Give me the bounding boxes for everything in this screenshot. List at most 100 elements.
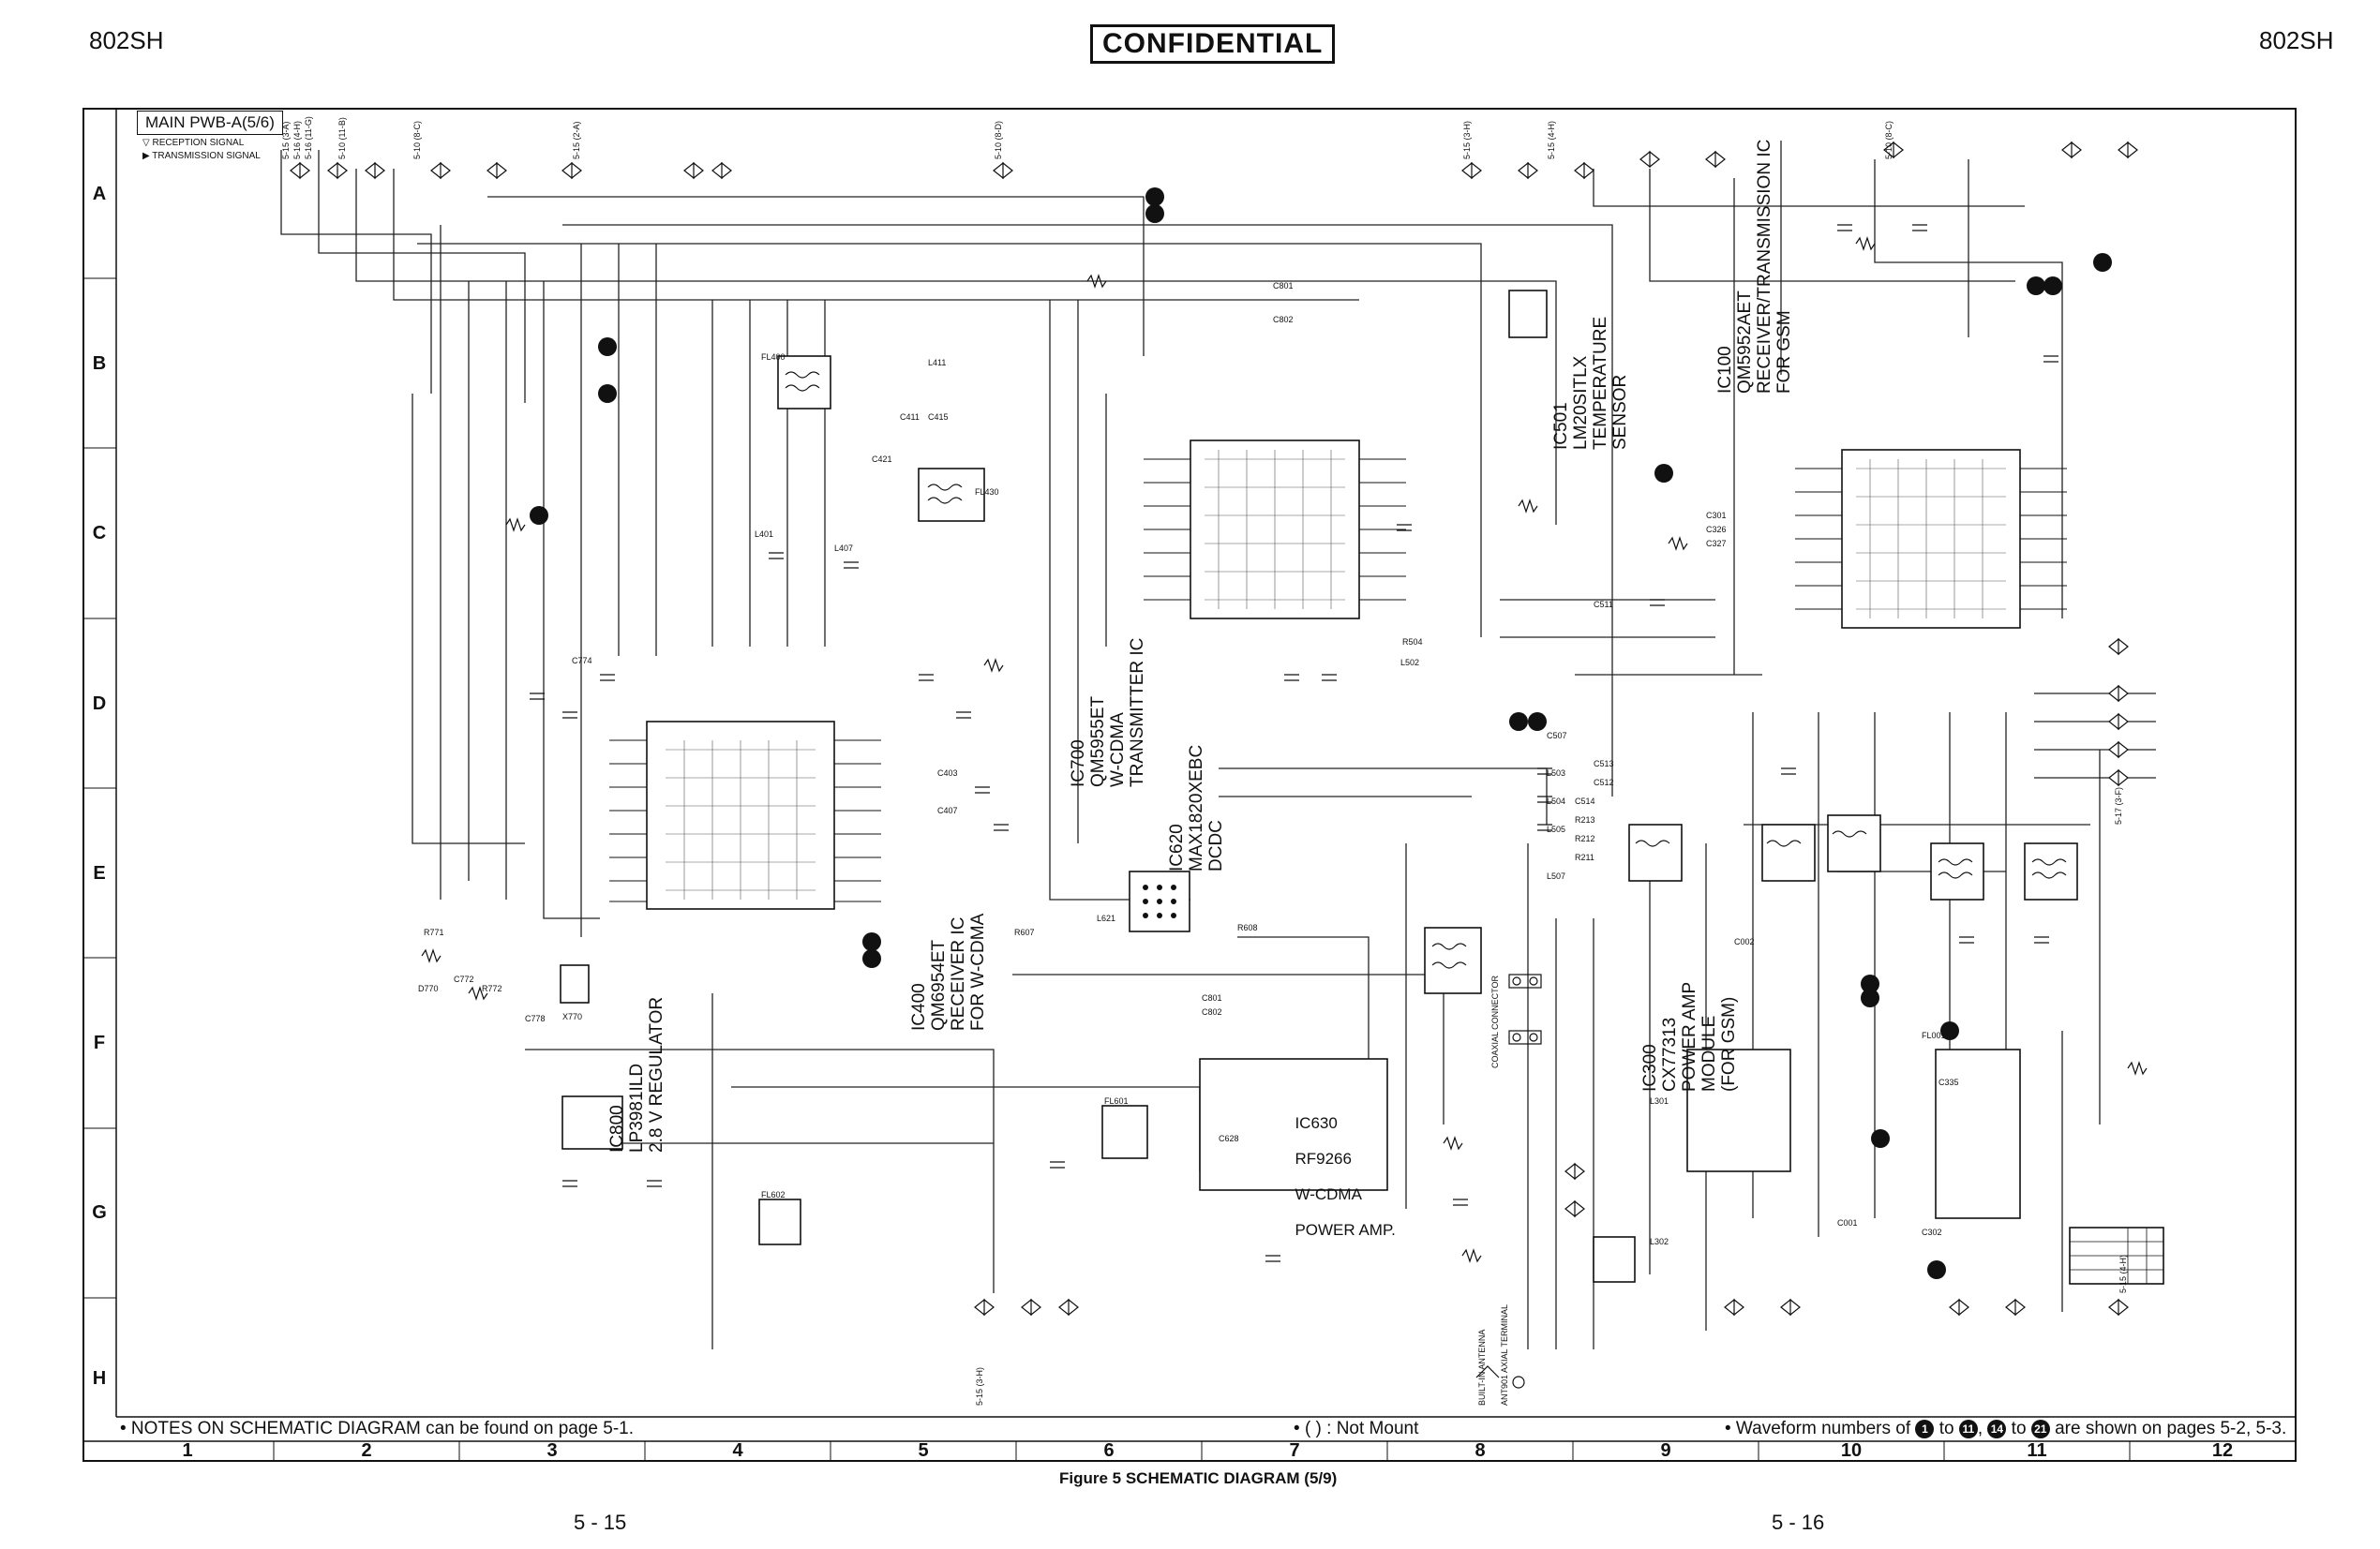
ic400-l4: FOR W-CDMA — [968, 913, 988, 1031]
ic700-label: IC700 QM5955ET W-CDMA TRANSMITTER IC — [1069, 638, 1147, 787]
crossref-label: 5-15 (3-H) — [1462, 120, 1472, 159]
ic620-l3: DCDC — [1206, 820, 1226, 871]
ic620-l2: MAX1820XEBC — [1187, 744, 1206, 871]
ic501-label: IC501 LM20SITLX TEMPERATURE SENSOR — [1551, 317, 1630, 450]
not-mount-bullet: • — [1294, 1419, 1300, 1438]
waveform-sep: , — [1977, 1419, 1983, 1438]
part-label: C513 — [1594, 759, 1614, 768]
ic630-l1: IC630 — [1295, 1114, 1338, 1132]
col-label-3: 3 — [546, 1440, 558, 1461]
row-label-h: H — [92, 1368, 107, 1389]
reception-legend: ▽ RECEPTION SIGNAL — [142, 138, 245, 148]
model-number-right: 802SH — [2259, 26, 2334, 54]
ic400-l1: IC400 — [909, 983, 929, 1031]
row-label-c: C — [92, 523, 107, 544]
part-label: C001 — [1837, 1218, 1858, 1228]
part-label: C802 — [1273, 315, 1294, 324]
ic700-l4: TRANSMITTER IC — [1128, 637, 1147, 787]
part-label: L504 — [1547, 797, 1566, 806]
row-label-d: D — [92, 693, 107, 714]
row-label-g: G — [92, 1202, 107, 1223]
part-label: R772 — [482, 984, 502, 993]
part-label: FL601 — [1104, 1096, 1129, 1106]
ic630-l3: W-CDMA — [1295, 1185, 1362, 1203]
part-label: R211 — [1575, 853, 1594, 862]
part-label: C778 — [525, 1014, 546, 1023]
crossref-label: 5-17 (3-F) — [2114, 786, 2123, 825]
figure-caption: Figure 5 SCHEMATIC DIAGRAM (5/9) — [1059, 1469, 1338, 1487]
part-label: L301 — [1650, 1096, 1669, 1106]
frame-title: MAIN PWB-A(5/6) — [137, 111, 283, 135]
part-label: C407 — [937, 806, 958, 815]
part-label: C327 — [1706, 539, 1727, 548]
not-mount-note: • ( ) : Not Mount — [1294, 1419, 1418, 1439]
ic300-l5: (FOR GSM) — [1719, 996, 1739, 1092]
part-label: C628 — [1219, 1134, 1239, 1143]
part-label: C774 — [572, 656, 592, 665]
ic800-l2: LP3981ILD — [627, 1063, 647, 1153]
part-label: R504 — [1402, 637, 1423, 647]
ic800-l1: IC800 — [607, 1105, 627, 1153]
ic501-l3: TEMPERATURE — [1591, 316, 1610, 450]
part-label: X770 — [562, 1012, 583, 1021]
crossref-label: 5-15 (4-H) — [2118, 1254, 2128, 1293]
part-label: R608 — [1237, 923, 1258, 932]
part-label: L411 — [928, 358, 947, 367]
part-label: FL602 — [761, 1190, 786, 1199]
ic300-l2: CX77313 — [1660, 1017, 1680, 1092]
part-label: FL430 — [975, 487, 999, 497]
ic300-l4: MODULE — [1699, 1015, 1719, 1092]
part-label: C421 — [872, 454, 892, 464]
col-label-10: 10 — [1840, 1440, 1863, 1461]
model-number-left: 802SH — [89, 26, 164, 54]
confidential-stamp: CONFIDENTIAL — [1090, 24, 1336, 64]
crossref-label: 5-15 (3-A) — [281, 121, 291, 159]
part-label: C335 — [1938, 1078, 1959, 1087]
waveform-badge: 14 — [1987, 1419, 2007, 1438]
page-number-right: 5 - 16 — [1772, 1511, 1825, 1534]
part-label: R771 — [424, 928, 444, 937]
ic501-l2: LM20SITLX — [1571, 355, 1591, 450]
waveform-badge: 21 — [2030, 1419, 2050, 1438]
ic800-label: IC800 LP3981ILD 2.8 V REGULATOR — [607, 997, 666, 1153]
col-label-1: 1 — [182, 1440, 193, 1461]
part-label: R607 — [1014, 928, 1035, 937]
row-label-b: B — [92, 353, 107, 374]
part-label: C301 — [1706, 511, 1727, 520]
crossref-label: 5-16 (11-G) — [304, 116, 313, 159]
part-label: C511 — [1594, 600, 1613, 609]
waveform-note: • Waveform numbers of 1 to 11, 14 to 21 … — [1725, 1419, 2286, 1439]
col-label-8: 8 — [1474, 1440, 1486, 1461]
col-label-4: 4 — [732, 1440, 743, 1461]
row-label-f: F — [93, 1033, 106, 1053]
part-label: C512 — [1594, 778, 1614, 787]
crossref-label: 5-15 (4-H) — [1547, 120, 1556, 159]
coaxial-connector-label: COAXIAL CONNECTOR — [1490, 975, 1500, 1068]
ic300-l3: POWER AMP — [1680, 981, 1699, 1092]
col-label-2: 2 — [361, 1440, 372, 1461]
part-label: C002 — [1734, 937, 1755, 946]
ic100-l2: QM5952AET — [1735, 290, 1755, 394]
crossref-label: 5-10 (8-C) — [1884, 120, 1894, 159]
ic400-l2: QM6954ET — [929, 939, 949, 1031]
ic700-l2: QM5955ET — [1088, 695, 1108, 787]
col-label-6: 6 — [1103, 1440, 1115, 1461]
transmission-legend-label: TRANSMISSION SIGNAL — [152, 151, 261, 161]
ic100-l3: RECEIVER/TRANSMISSION IC — [1755, 139, 1774, 394]
row-label-a: A — [92, 184, 107, 204]
part-label: R213 — [1575, 815, 1595, 825]
crossref-label: 5-15 (3-H) — [975, 1366, 984, 1406]
col-label-9: 9 — [1660, 1440, 1671, 1461]
col-label-7: 7 — [1289, 1440, 1300, 1461]
part-label: L507 — [1547, 871, 1566, 881]
ic630-l2: RF9266 — [1295, 1150, 1352, 1168]
transmission-legend: ▶ TRANSMISSION SIGNAL — [142, 151, 261, 161]
part-label: L503 — [1547, 768, 1566, 778]
ic630-label: IC630 RF9266 W-CDMA POWER AMP. — [1286, 1096, 1395, 1239]
part-label: C411 — [900, 412, 920, 422]
ic800-l3: 2.8 V REGULATOR — [647, 996, 666, 1153]
ic620-l1: IC620 — [1167, 824, 1187, 871]
schematic-frame — [82, 108, 2297, 1462]
part-label: L407 — [834, 544, 854, 553]
